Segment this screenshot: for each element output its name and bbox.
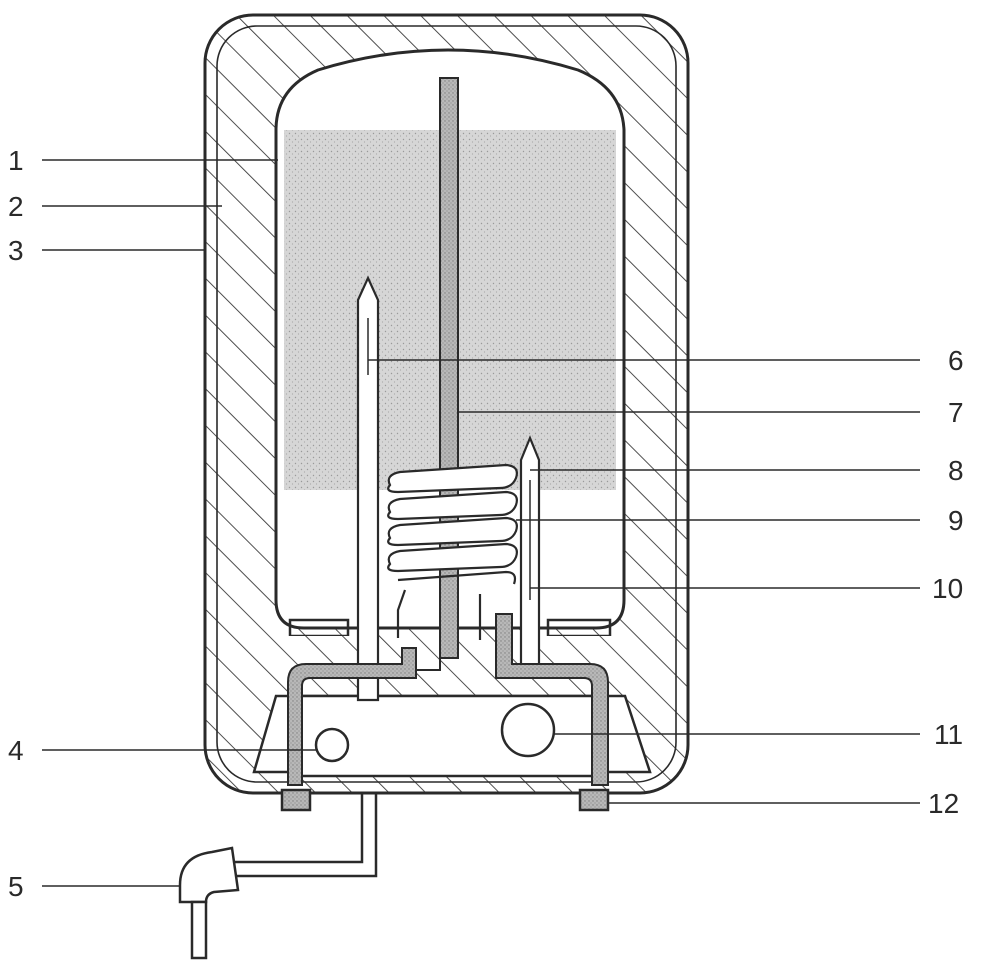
thermostat-knob xyxy=(500,702,556,758)
label-6: 6 xyxy=(948,345,964,376)
label-7: 7 xyxy=(948,397,964,428)
connection-nipple-right xyxy=(578,788,610,812)
label-4: 4 xyxy=(8,735,24,766)
plug-elbow xyxy=(178,846,240,960)
number-labels: 1 2 3 4 5 6 7 8 9 10 11 12 xyxy=(8,145,964,902)
label-1: 1 xyxy=(8,145,24,176)
indicator-lamp xyxy=(314,727,350,763)
heating-coil xyxy=(387,463,518,640)
casing-inner-wall xyxy=(216,25,677,783)
anode-rod xyxy=(439,77,459,659)
connection-nipple-left xyxy=(280,788,312,812)
power-cable xyxy=(232,793,378,878)
label-2: 2 xyxy=(8,191,24,222)
leader-lines xyxy=(42,159,920,887)
label-8: 8 xyxy=(948,455,964,486)
cold-inlet-pipe xyxy=(287,647,417,786)
label-10: 10 xyxy=(932,573,963,604)
thermostat-probe-right xyxy=(519,435,541,668)
label-9: 9 xyxy=(948,505,964,536)
label-5: 5 xyxy=(8,871,24,902)
label-11: 11 xyxy=(934,719,963,750)
label-3: 3 xyxy=(8,235,24,266)
hot-outlet-pipe xyxy=(495,613,609,786)
label-12: 12 xyxy=(928,788,959,819)
thermostat-probe-left xyxy=(356,275,380,702)
